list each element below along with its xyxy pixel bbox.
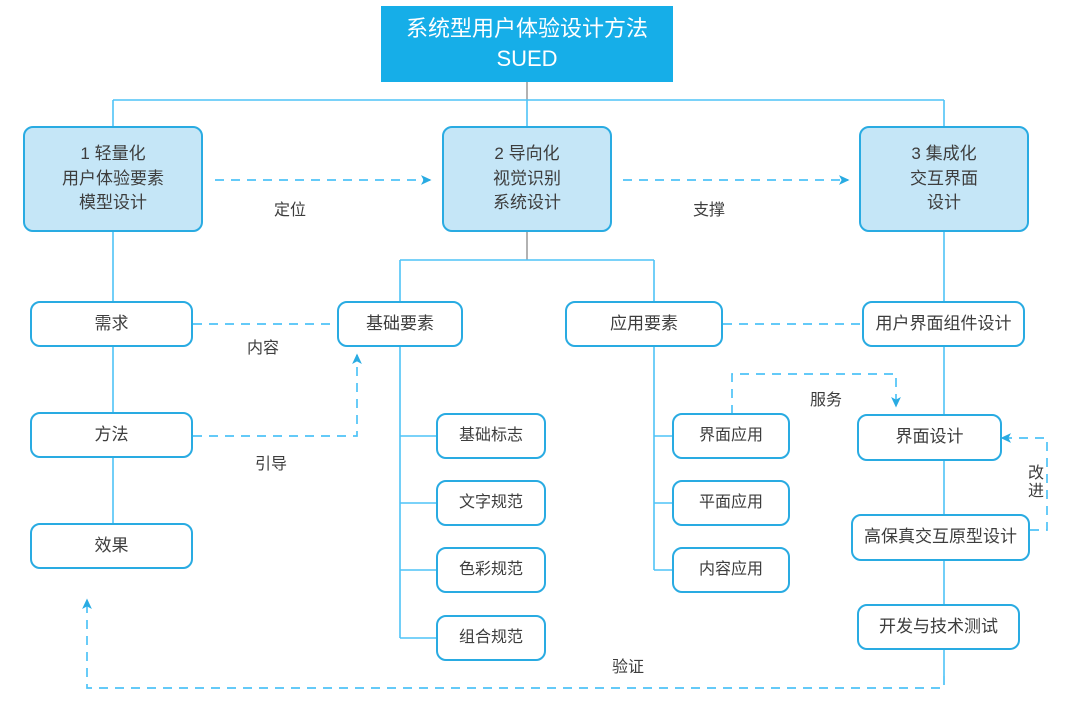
node-label: 内容应用: [698, 561, 763, 579]
node-level1-integrated[interactable]: 3 集成化 交互界面 设计: [859, 126, 1029, 232]
edge-label-fuwu: 服务: [810, 386, 842, 410]
edge-label-text: 内容: [247, 340, 280, 357]
edge-label-text: 改进: [1027, 465, 1044, 500]
node-label: 方法: [94, 424, 129, 444]
node-label: 应用要素: [610, 313, 678, 333]
node-interface-application[interactable]: 界面应用: [672, 413, 790, 459]
node-level1-oriented[interactable]: 2 导向化 视觉识别 系统设计: [442, 126, 612, 232]
node-line2: 用户体验要素: [62, 168, 164, 188]
node-requirement[interactable]: 需求: [30, 301, 193, 347]
node-line1: 2 导向化: [494, 144, 560, 164]
node-label: 基础要素: [366, 313, 434, 333]
node-ui-component-design[interactable]: 用户界面组件设计: [862, 301, 1025, 347]
node-line1: 3 集成化: [911, 144, 977, 164]
node-development-testing[interactable]: 开发与技术测试: [857, 604, 1020, 650]
node-line3: 设计: [927, 193, 961, 213]
node-label: 高保真交互原型设计: [864, 527, 1017, 547]
node-label: 界面设计: [895, 427, 964, 447]
node-label: 界面应用: [698, 427, 763, 445]
node-label: 用户界面组件设计: [875, 313, 1012, 333]
node-color-spec[interactable]: 色彩规范: [436, 547, 546, 593]
node-line3: 模型设计: [79, 193, 147, 213]
edge-label-yanzheng: 验证: [612, 653, 644, 677]
node-basic-elements[interactable]: 基础要素: [337, 301, 463, 347]
node-interface-design[interactable]: 界面设计: [857, 414, 1002, 461]
node-composition-spec[interactable]: 组合规范: [436, 615, 546, 661]
node-graphic-application[interactable]: 平面应用: [672, 480, 790, 526]
edge-label-neirong: 内容: [247, 334, 279, 358]
edge-label-zhicheng: 支撑: [693, 196, 725, 220]
node-effect[interactable]: 效果: [30, 523, 193, 569]
node-level1-lightweight[interactable]: 1 轻量化 用户体验要素 模型设计: [23, 126, 203, 232]
node-label: 色彩规范: [458, 561, 523, 579]
node-label: 组合规范: [458, 629, 523, 647]
node-label: 需求: [94, 313, 129, 333]
node-basic-logo[interactable]: 基础标志: [436, 413, 546, 459]
edge-label-text: 服务: [810, 392, 843, 409]
node-label: 基础标志: [458, 427, 523, 445]
node-label: 效果: [94, 535, 129, 555]
edge-label-yindao: 引导: [255, 450, 287, 474]
node-typography-spec[interactable]: 文字规范: [436, 480, 546, 526]
edge-label-text: 引导: [255, 456, 288, 473]
title-line2: SUED: [496, 46, 558, 71]
node-line2: 视觉识别: [493, 168, 561, 188]
edge-label-text: 定位: [274, 202, 307, 219]
node-label: 文字规范: [458, 494, 523, 512]
title-line1: 系统型用户体验设计方法: [405, 16, 648, 42]
node-line3: 系统设计: [493, 193, 561, 213]
edge-label-dingwei: 定位: [274, 196, 306, 220]
node-hifi-prototype-design[interactable]: 高保真交互原型设计: [851, 514, 1030, 561]
edge-label-text: 支撑: [693, 202, 726, 219]
node-line1: 1 轻量化: [80, 144, 146, 164]
node-label: 开发与技术测试: [879, 616, 998, 636]
edge-label-text: 验证: [612, 659, 645, 676]
node-line2: 交互界面: [910, 168, 978, 188]
title-box: 系统型用户体验设计方法 SUED: [381, 6, 673, 82]
node-method[interactable]: 方法: [30, 412, 193, 458]
node-label: 平面应用: [698, 494, 763, 512]
node-content-application[interactable]: 内容应用: [672, 547, 790, 593]
node-applied-elements[interactable]: 应用要素: [565, 301, 723, 347]
edge-label-gaijin: 改进: [1027, 465, 1045, 500]
